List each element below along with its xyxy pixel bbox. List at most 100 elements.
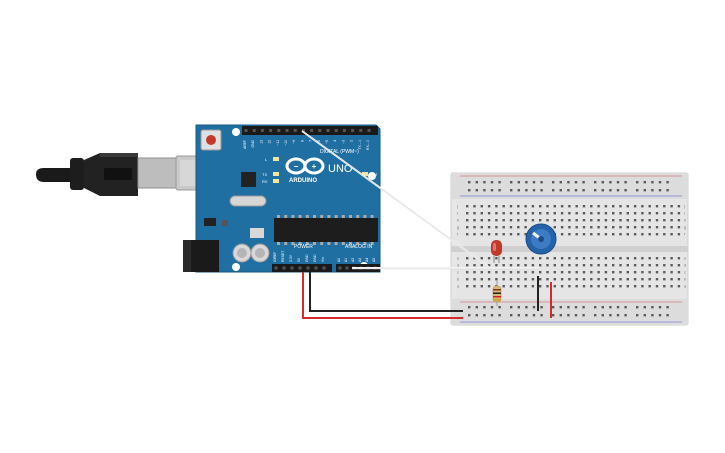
bb-hole[interactable] (524, 257, 527, 260)
bb-hole[interactable] (626, 264, 629, 267)
bb-hole[interactable] (641, 219, 644, 222)
bb-hole[interactable] (517, 278, 520, 281)
header-pin[interactable] (334, 129, 338, 132)
rail-hole[interactable] (517, 314, 520, 317)
bb-hole[interactable] (641, 205, 644, 208)
bb-hole[interactable] (590, 264, 593, 267)
bb-hole[interactable] (517, 233, 520, 236)
bb-hole[interactable] (663, 285, 666, 288)
bb-hole[interactable] (575, 205, 578, 208)
bb-hole[interactable] (655, 257, 659, 260)
bb-hole[interactable] (502, 233, 505, 236)
bb-hole[interactable] (575, 271, 578, 274)
rail-hole[interactable] (594, 189, 597, 192)
bb-hole[interactable] (466, 264, 469, 267)
bb-hole[interactable] (466, 278, 469, 281)
bb-hole[interactable] (677, 219, 681, 222)
rail-hole[interactable] (601, 314, 604, 317)
bb-hole[interactable] (517, 264, 520, 267)
header-pin[interactable] (274, 266, 278, 270)
bb-hole[interactable] (626, 271, 629, 274)
bb-hole[interactable] (495, 271, 498, 274)
bb-hole[interactable] (655, 205, 659, 208)
rail-hole[interactable] (574, 181, 578, 184)
bb-hole[interactable] (509, 257, 513, 260)
bb-hole[interactable] (648, 219, 651, 222)
bb-hole[interactable] (677, 285, 681, 288)
rail-hole[interactable] (540, 306, 543, 309)
header-pin[interactable] (326, 129, 330, 132)
bb-hole[interactable] (633, 285, 637, 288)
bb-hole[interactable] (524, 278, 527, 281)
header-pin[interactable] (252, 129, 256, 132)
bb-hole[interactable] (575, 285, 578, 288)
bb-hole[interactable] (582, 257, 586, 260)
bb-hole[interactable] (575, 226, 578, 229)
bb-hole[interactable] (575, 278, 578, 281)
rail-hole[interactable] (616, 314, 620, 317)
header-pin[interactable] (282, 266, 286, 270)
bb-hole[interactable] (553, 219, 556, 222)
potentiometer[interactable] (525, 223, 557, 255)
bb-hole[interactable] (590, 226, 593, 229)
bb-hole[interactable] (502, 285, 505, 288)
bb-hole[interactable] (568, 226, 571, 229)
bb-hole[interactable] (487, 219, 491, 222)
rail-hole[interactable] (567, 189, 570, 192)
bb-hole[interactable] (677, 212, 681, 215)
rail-hole[interactable] (559, 181, 562, 184)
bb-hole[interactable] (597, 205, 600, 208)
bb-hole[interactable] (670, 212, 673, 215)
bb-hole[interactable] (648, 226, 651, 229)
bb-hole[interactable] (597, 278, 600, 281)
bb-hole[interactable] (473, 233, 476, 236)
bb-hole[interactable] (560, 233, 564, 236)
bb-hole[interactable] (619, 219, 622, 222)
bb-hole[interactable] (633, 278, 637, 281)
bb-hole[interactable] (553, 226, 556, 229)
bb-hole[interactable] (487, 257, 491, 260)
bb-hole[interactable] (597, 219, 600, 222)
bb-hole[interactable] (539, 205, 542, 208)
rail-hole[interactable] (559, 314, 562, 317)
bb-hole[interactable] (560, 271, 564, 274)
bb-hole[interactable] (612, 219, 615, 222)
bb-hole[interactable] (626, 257, 629, 260)
bb-hole[interactable] (560, 212, 564, 215)
bb-hole[interactable] (604, 226, 608, 229)
bb-hole[interactable] (502, 205, 505, 208)
bb-hole[interactable] (480, 257, 483, 260)
bb-hole[interactable] (466, 205, 469, 208)
bb-hole[interactable] (502, 271, 505, 274)
bb-hole[interactable] (568, 233, 571, 236)
rail-hole[interactable] (525, 306, 528, 309)
usb-cable[interactable] (36, 153, 223, 196)
bb-hole[interactable] (670, 219, 673, 222)
bb-hole[interactable] (473, 212, 476, 215)
bb-hole[interactable] (633, 233, 637, 236)
bb-hole[interactable] (633, 219, 637, 222)
rail-hole[interactable] (582, 314, 585, 317)
bb-hole[interactable] (670, 226, 673, 229)
bb-hole[interactable] (575, 257, 578, 260)
bb-hole[interactable] (604, 264, 608, 267)
rail-hole[interactable] (525, 189, 528, 192)
bb-hole[interactable] (604, 271, 608, 274)
bb-hole[interactable] (568, 219, 571, 222)
rail-hole[interactable] (651, 306, 654, 309)
bb-hole[interactable] (604, 219, 608, 222)
bb-hole[interactable] (480, 219, 483, 222)
bb-hole[interactable] (626, 233, 629, 236)
bb-hole[interactable] (539, 257, 542, 260)
bb-hole[interactable] (582, 226, 586, 229)
bb-hole[interactable] (670, 264, 673, 267)
header-pin[interactable] (285, 129, 289, 132)
bb-hole[interactable] (487, 264, 491, 267)
header-pin[interactable] (342, 129, 346, 132)
bb-hole[interactable] (466, 219, 469, 222)
bb-hole[interactable] (655, 233, 659, 236)
rail-hole[interactable] (651, 181, 654, 184)
bb-hole[interactable] (612, 233, 615, 236)
bb-hole[interactable] (590, 205, 593, 208)
